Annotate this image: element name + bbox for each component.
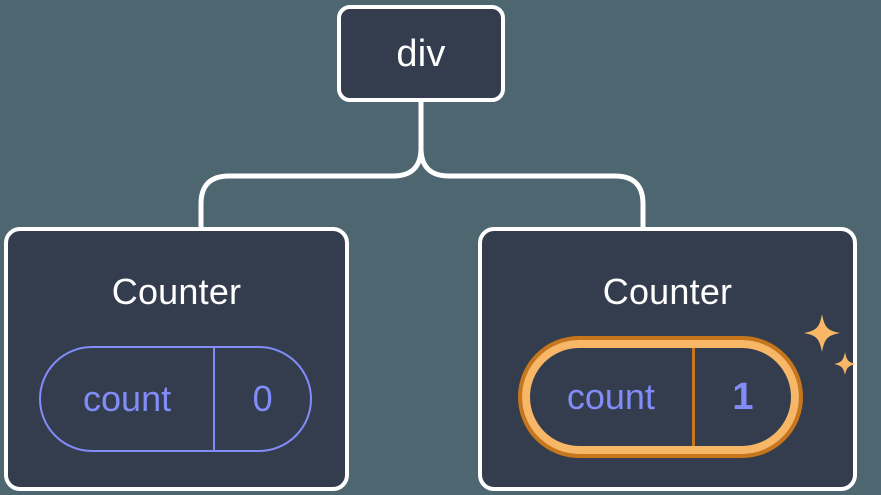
state-value-right: 1: [691, 348, 791, 446]
state-pill-right-body: count 1: [522, 340, 799, 454]
connector-to-right-child: [418, 98, 646, 232]
state-pill-left[interactable]: count 0: [39, 346, 312, 452]
state-pill-left-body: count 0: [39, 346, 312, 452]
state-value-left: 0: [213, 348, 310, 450]
sparkle-small-icon: [834, 352, 856, 375]
state-key-left: count: [83, 378, 172, 419]
node-counter-left-label: Counter: [111, 271, 242, 312]
connector-to-left-child: [198, 98, 424, 232]
sparkles-group: [804, 314, 856, 375]
node-counter-right-label: Counter: [602, 271, 733, 312]
state-key-right: count: [566, 376, 655, 417]
state-pill-right[interactable]: count 1: [518, 336, 803, 458]
node-div-label: div: [396, 32, 446, 75]
state-pill-right-highlight-ring: count 1: [518, 336, 803, 458]
node-div[interactable]: div: [337, 5, 505, 102]
sparkle-large-icon: [804, 314, 840, 352]
